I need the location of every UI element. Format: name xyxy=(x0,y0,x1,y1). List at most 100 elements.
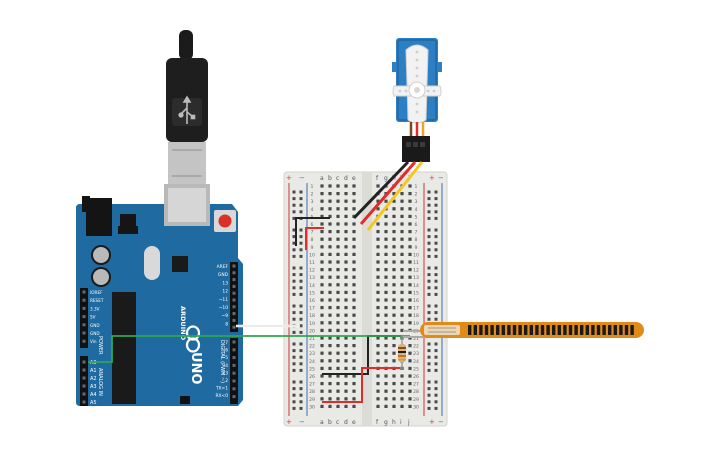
breadboard-hole[interactable] xyxy=(384,351,388,355)
breadboard-hole[interactable] xyxy=(352,374,356,378)
rail-hole[interactable] xyxy=(292,235,296,239)
breadboard-hole[interactable] xyxy=(376,245,380,249)
breadboard-hole[interactable] xyxy=(384,268,388,272)
breadboard-hole[interactable] xyxy=(408,306,412,310)
rail-hole[interactable] xyxy=(434,380,438,384)
breadboard-hole[interactable] xyxy=(376,290,380,294)
analog-header[interactable] xyxy=(80,356,88,406)
breadboard-hole[interactable] xyxy=(344,366,348,370)
breadboard-hole[interactable] xyxy=(328,344,332,348)
rail-hole[interactable] xyxy=(427,342,431,346)
header-pin[interactable] xyxy=(232,284,236,288)
breadboard-hole[interactable] xyxy=(384,397,388,401)
header-pin[interactable] xyxy=(232,387,236,391)
breadboard-hole[interactable] xyxy=(328,336,332,340)
breadboard-hole[interactable] xyxy=(344,222,348,226)
header-pin[interactable] xyxy=(232,371,236,375)
breadboard-hole[interactable] xyxy=(344,397,348,401)
breadboard-hole[interactable] xyxy=(392,344,396,348)
breadboard-hole[interactable] xyxy=(408,222,412,226)
header-pin[interactable] xyxy=(232,340,236,344)
rail-hole[interactable] xyxy=(292,304,296,308)
rail-hole[interactable] xyxy=(299,304,303,308)
rail-hole[interactable] xyxy=(434,254,438,258)
breadboard-hole[interactable] xyxy=(352,382,356,386)
breadboard-hole[interactable] xyxy=(344,214,348,218)
header-pin[interactable] xyxy=(232,379,236,383)
breadboard-hole[interactable] xyxy=(336,313,340,317)
breadboard-hole[interactable] xyxy=(400,374,404,378)
breadboard-hole[interactable] xyxy=(336,306,340,310)
rail-hole[interactable] xyxy=(434,241,438,245)
rail-hole[interactable] xyxy=(299,190,303,194)
breadboard-hole[interactable] xyxy=(336,252,340,256)
breadboard-hole[interactable] xyxy=(376,237,380,241)
breadboard-hole[interactable] xyxy=(328,222,332,226)
breadboard-hole[interactable] xyxy=(384,306,388,310)
breadboard-hole[interactable] xyxy=(376,382,380,386)
breadboard-hole[interactable] xyxy=(336,298,340,302)
breadboard-hole[interactable] xyxy=(320,328,324,332)
breadboard-hole[interactable] xyxy=(392,397,396,401)
breadboard-hole[interactable] xyxy=(320,230,324,234)
rail-hole[interactable] xyxy=(299,330,303,334)
rail-hole[interactable] xyxy=(434,362,438,366)
rail-hole[interactable] xyxy=(299,273,303,277)
header-pin[interactable] xyxy=(82,315,86,319)
rail-hole[interactable] xyxy=(299,400,303,404)
rail-hole[interactable] xyxy=(434,292,438,296)
breadboard-hole[interactable] xyxy=(400,275,404,279)
rail-hole[interactable] xyxy=(427,286,431,290)
breadboard-hole[interactable] xyxy=(408,290,412,294)
rail-hole[interactable] xyxy=(427,203,431,207)
breadboard-hole[interactable] xyxy=(384,382,388,386)
breadboard-hole[interactable] xyxy=(408,214,412,218)
breadboard-hole[interactable] xyxy=(328,404,332,408)
breadboard-hole[interactable] xyxy=(376,313,380,317)
breadboard-hole[interactable] xyxy=(392,207,396,211)
header-pin[interactable] xyxy=(232,356,236,360)
rail-hole[interactable] xyxy=(299,241,303,245)
breadboard-hole[interactable] xyxy=(344,192,348,196)
breadboard-hole[interactable] xyxy=(336,336,340,340)
breadboard-hole[interactable] xyxy=(408,397,412,401)
breadboard-hole[interactable] xyxy=(328,275,332,279)
rail-hole[interactable] xyxy=(292,400,296,404)
header-pin[interactable] xyxy=(232,264,236,268)
rail-hole[interactable] xyxy=(434,317,438,321)
breadboard-hole[interactable] xyxy=(392,382,396,386)
breadboard-hole[interactable] xyxy=(400,290,404,294)
breadboard-hole[interactable] xyxy=(376,268,380,272)
breadboard-hole[interactable] xyxy=(400,260,404,264)
breadboard-hole[interactable] xyxy=(384,260,388,264)
breadboard-hole[interactable] xyxy=(336,389,340,393)
breadboard-hole[interactable] xyxy=(328,252,332,256)
breadboard-hole[interactable] xyxy=(336,366,340,370)
breadboard-hole[interactable] xyxy=(400,230,404,234)
header-pin[interactable] xyxy=(82,376,86,380)
breadboard-hole[interactable] xyxy=(392,290,396,294)
breadboard-hole[interactable] xyxy=(376,306,380,310)
rail-hole[interactable] xyxy=(292,317,296,321)
breadboard-hole[interactable] xyxy=(392,230,396,234)
rail-hole[interactable] xyxy=(427,380,431,384)
breadboard-hole[interactable] xyxy=(384,374,388,378)
header-pin[interactable] xyxy=(232,305,236,309)
rail-hole[interactable] xyxy=(292,406,296,410)
breadboard-hole[interactable] xyxy=(328,382,332,386)
breadboard-hole[interactable] xyxy=(328,328,332,332)
wire-servo-signal[interactable] xyxy=(366,161,424,231)
rail-hole[interactable] xyxy=(427,406,431,410)
rail-hole[interactable] xyxy=(292,197,296,201)
breadboard-hole[interactable] xyxy=(320,344,324,348)
breadboard-hole[interactable] xyxy=(344,389,348,393)
rail-hole[interactable] xyxy=(434,203,438,207)
rail-hole[interactable] xyxy=(299,248,303,252)
breadboard-hole[interactable] xyxy=(376,207,380,211)
breadboard-hole[interactable] xyxy=(320,374,324,378)
rail-hole[interactable] xyxy=(299,362,303,366)
breadboard-hole[interactable] xyxy=(392,404,396,408)
breadboard-hole[interactable] xyxy=(336,283,340,287)
breadboard-hole[interactable] xyxy=(352,344,356,348)
